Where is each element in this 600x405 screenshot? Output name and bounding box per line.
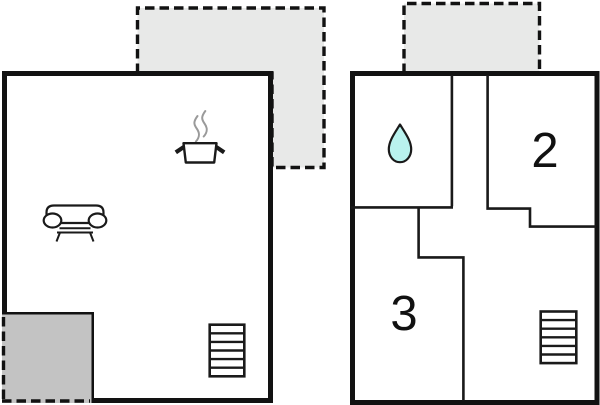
stairs-treads xyxy=(209,332,245,369)
corner-terrace-dashed-edge xyxy=(1,317,90,403)
pot-handles xyxy=(174,145,226,155)
room-label-3: 3 xyxy=(390,287,417,341)
left-floorplan xyxy=(1,6,326,403)
sofa-legs xyxy=(55,232,95,242)
corner-terrace-fill xyxy=(2,314,92,403)
room-label-2: 2 xyxy=(531,124,558,178)
sofa-armrest-right xyxy=(87,212,108,229)
sofa-seat-lines xyxy=(57,227,93,234)
corner-terrace xyxy=(1,314,92,403)
stairs-icon xyxy=(539,310,578,365)
interior-walls xyxy=(351,75,596,401)
water-drop-icon xyxy=(387,123,413,164)
stairs-icon xyxy=(208,323,246,378)
stairs-treads xyxy=(540,318,577,356)
pot-body xyxy=(182,142,218,164)
balcony-terrace xyxy=(402,1,542,75)
water-drop xyxy=(387,123,413,164)
sofa-armrest-left xyxy=(42,212,63,229)
cooking-pot-icon xyxy=(174,110,226,164)
right-floorplan: 2 3 xyxy=(350,1,600,405)
sofa-icon xyxy=(42,204,108,242)
steam-icon xyxy=(193,110,208,143)
